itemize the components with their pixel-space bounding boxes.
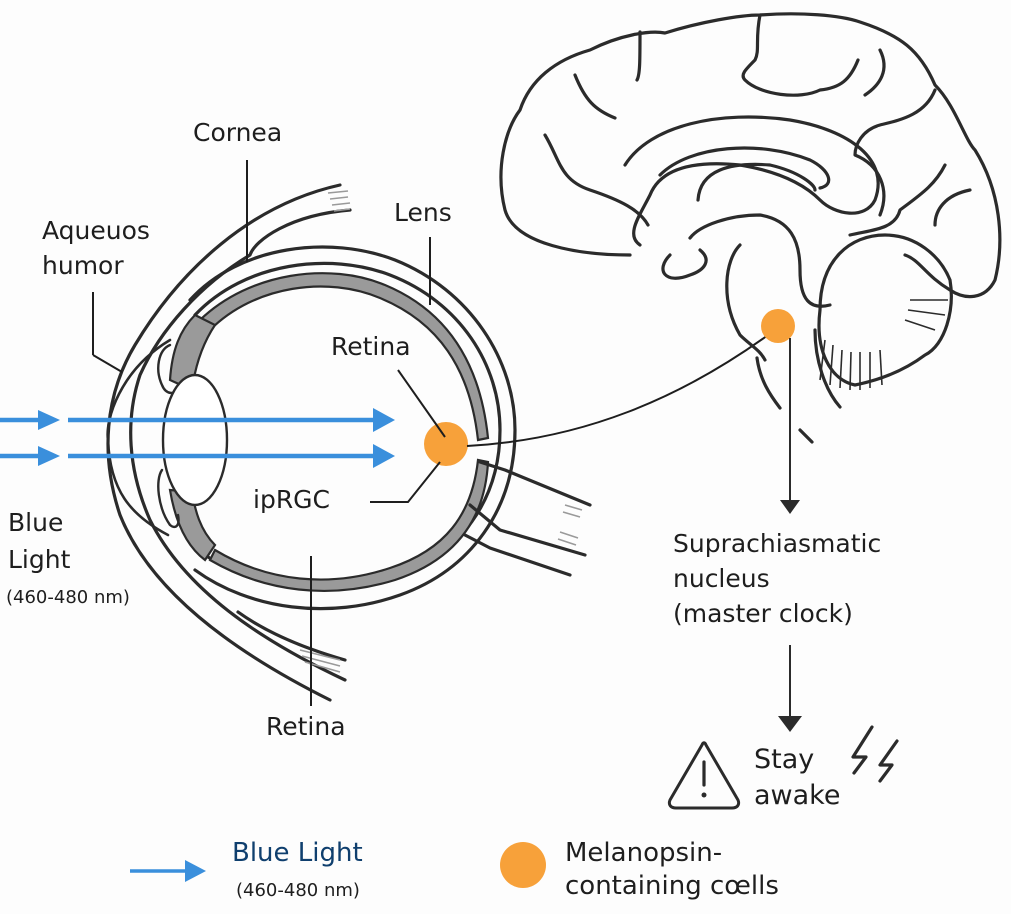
light-ray-head-1 (38, 410, 60, 430)
iprgc-cell (424, 422, 468, 466)
brain-stem-back (813, 328, 842, 409)
label-aqueous-humor-line2: humor (42, 251, 124, 280)
eyelid-lower (236, 610, 347, 662)
label-stay: Stay (754, 744, 815, 775)
optic-nerve-outer (463, 533, 572, 577)
light-ray-head-3 (38, 446, 60, 466)
brain-illustration (499, 12, 1002, 444)
brain-cerebellum (817, 233, 953, 387)
brain-stem-cut (798, 428, 814, 444)
legend-melanopsin-line1: Melanopsin- (565, 838, 723, 868)
label-retina-upper: Retina (331, 332, 411, 361)
retina-band-lower (208, 458, 490, 592)
awake-arrow-head (778, 716, 802, 732)
lens-shape (161, 373, 229, 507)
scn-cell (761, 309, 795, 343)
label-cornea: Cornea (193, 118, 283, 147)
brain-stem-front (755, 356, 782, 410)
aqueous-leader-h (92, 354, 123, 373)
legend-blue-light-sublabel: (460-480 nm) (236, 880, 360, 901)
brain-pituitary (661, 248, 708, 280)
retinohypothalamic-tract (466, 329, 776, 447)
label-scn-line3: (master clock) (673, 599, 853, 628)
legend-melanopsin-line2: containing cœlls (565, 871, 779, 901)
brain-gyrus-7 (848, 163, 947, 237)
brain-corpus-callosum-inner (658, 146, 831, 190)
scn-arrow-head (780, 500, 800, 514)
legend-blue-light-label: Blue Light (232, 838, 363, 868)
brain-gyrus-5 (863, 48, 886, 97)
legend-orange-circle (500, 842, 546, 888)
lightning-bolts-icon (851, 725, 899, 783)
retina-band (198, 272, 490, 442)
brain-gyrus-3 (635, 30, 642, 82)
label-scn-line2: nucleus (673, 564, 770, 593)
brain-hypothalamus (725, 243, 767, 362)
blue-light-rays (0, 408, 395, 468)
eye-second-layer (129, 208, 352, 682)
brain-fornix (696, 162, 817, 202)
retina-upper-leader (397, 369, 446, 438)
brain-gyrus-4 (741, 13, 860, 97)
label-aqueous-humor-line1: Aqueuos (42, 216, 150, 245)
legend-blue-arrow-head (185, 860, 206, 882)
optic-nerve-lower (468, 503, 587, 557)
label-scn-line1: Suprachiasmatic (673, 529, 882, 558)
brain-gyrus-8 (933, 188, 972, 227)
brain-gyrus-6 (853, 88, 937, 217)
label-blue-light-wavelength: (460-480 nm) (6, 587, 130, 608)
label-awake: awake (754, 780, 841, 811)
label-retina-lower: Retina (266, 712, 346, 741)
label-lens: Lens (394, 198, 452, 227)
optic-nerve-fibers (557, 504, 583, 546)
light-ray-head-4 (373, 444, 395, 468)
brain-thalamus (688, 213, 832, 308)
cerebellum-folia (819, 299, 948, 391)
brain-corpus-callosum-outer (623, 115, 880, 247)
iris-bottom (157, 468, 180, 529)
label-blue-light-line2: Light (8, 545, 71, 574)
brain-gyrus-2 (573, 73, 617, 120)
warning-triangle-icon (667, 741, 741, 810)
label-blue-light-line1: Blue (8, 508, 64, 537)
iprgc-leader (370, 461, 441, 503)
eyeball-sclera (188, 245, 517, 611)
optic-nerve-upper (478, 460, 592, 507)
label-iprgc: ipRGC (253, 485, 331, 514)
cornea-front (106, 338, 172, 537)
brain-gyrus-1 (543, 133, 650, 227)
eyelid-fibers-top (327, 190, 351, 212)
eye-illustration (106, 183, 592, 702)
brain-cerebrum-outline (499, 12, 1002, 299)
light-ray-head-2 (373, 408, 395, 432)
